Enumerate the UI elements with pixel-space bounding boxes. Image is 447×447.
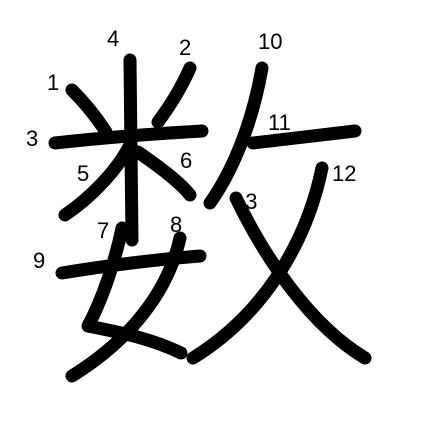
stroke-number-13: 13 [233, 189, 257, 214]
stroke-number-7: 7 [97, 218, 109, 243]
stroke-7 [81, 221, 188, 360]
stroke-11 [246, 124, 362, 150]
stroke-10 [203, 61, 269, 210]
stroke-9 [55, 249, 207, 280]
stroke-2 [151, 61, 197, 129]
stroke-number-8: 8 [170, 212, 182, 237]
stroke-5 [58, 138, 137, 222]
stroke-6 [131, 145, 197, 202]
stroke-number-9: 9 [33, 248, 45, 273]
stroke-number-11: 11 [268, 110, 291, 135]
stroke-12 [186, 161, 329, 365]
stroke-number-12: 12 [332, 161, 356, 186]
stroke-number-3: 3 [26, 126, 38, 151]
stroke-number-4: 4 [107, 26, 119, 51]
stroke-number-10: 10 [258, 29, 282, 54]
stroke-number-6: 6 [180, 148, 192, 173]
stroke-13 [229, 191, 372, 365]
stroke-number-2: 2 [179, 35, 191, 60]
stroke-number-1: 1 [47, 70, 59, 95]
stroke-number-5: 5 [77, 161, 89, 186]
stroke-1 [65, 83, 113, 139]
